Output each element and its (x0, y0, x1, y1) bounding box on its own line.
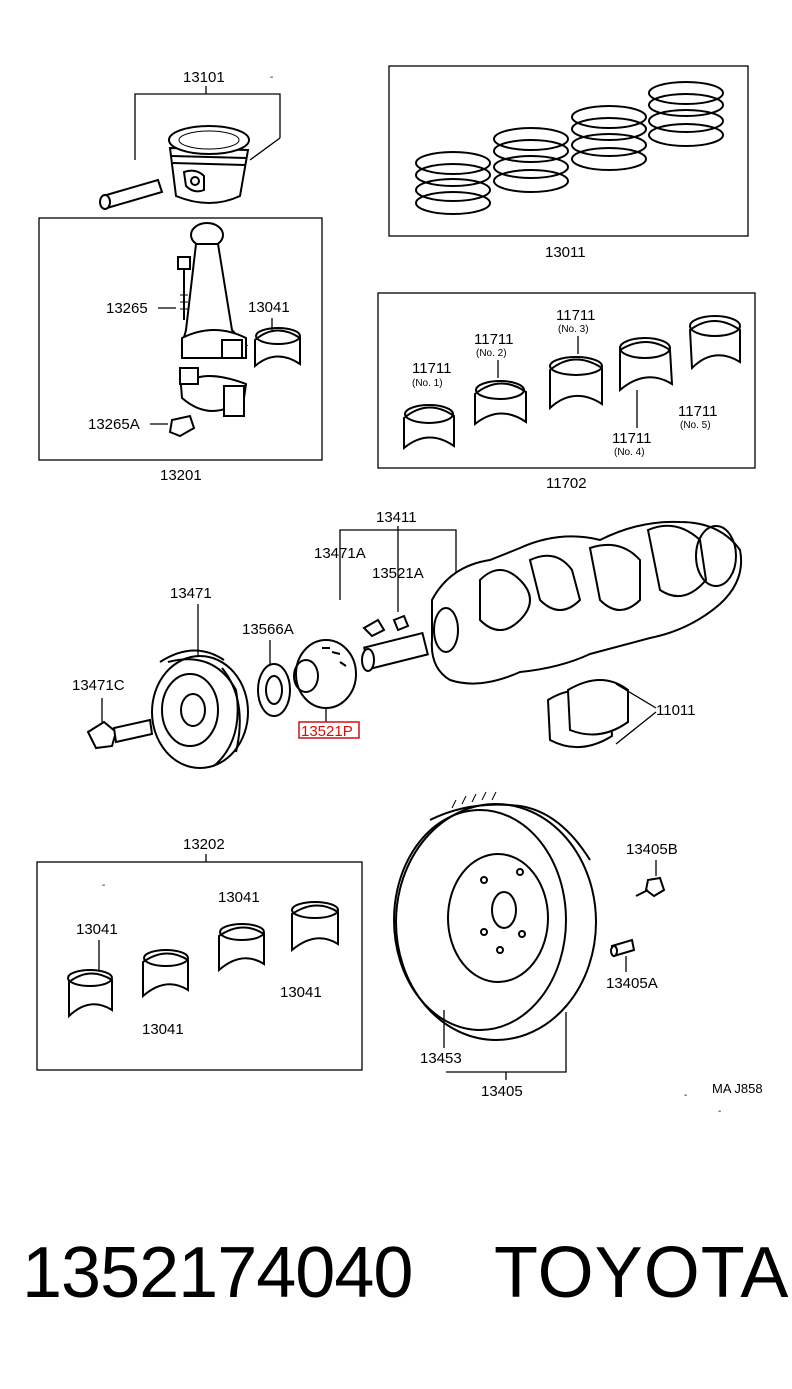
flywheel-pin[interactable]: 13405A (606, 938, 658, 992)
diagram-code: MA J858 (712, 1081, 763, 1096)
label-ring-gear: 13453 (420, 1050, 462, 1067)
label-mb2-note: (No. 2) (476, 348, 507, 359)
crank-pulley[interactable]: 13471 (151, 585, 249, 769)
bearing-4 (291, 901, 339, 953)
label-flywheel: 13405 (481, 1083, 523, 1100)
label-rod-bolt: 13265 (106, 300, 148, 317)
part-number: 1352174040 (22, 1233, 413, 1313)
flywheel-bolt[interactable]: 13405B (626, 841, 678, 898)
piston-body (168, 125, 250, 204)
brand-name: TOYOTA (494, 1233, 790, 1313)
label-mb1-note: (No. 1) (412, 378, 443, 389)
label-bolt: 13471C (72, 677, 125, 694)
flywheel-assembly[interactable]: 13453 13405 (393, 791, 597, 1100)
piston-ring-set[interactable]: 13011 (388, 65, 749, 261)
label-conrod: 13201 (160, 467, 202, 484)
label-fw-pin: 13405A (606, 975, 658, 992)
label-rod-nut: 13265A (88, 416, 140, 433)
woodruff-key-a (362, 618, 386, 638)
stray-mark-3: - (270, 72, 273, 83)
stray-mark-1: - (718, 1106, 721, 1117)
woodruff-key-b (392, 614, 410, 632)
label-thrust-washer: 11011 (656, 702, 696, 719)
main-bearing-5 (688, 315, 741, 371)
spacer[interactable]: 13566A (242, 621, 294, 717)
label-b2: 13041 (142, 1021, 184, 1038)
ring-group-3 (571, 105, 647, 171)
label-ring-set: 13011 (545, 244, 586, 261)
connecting-rod (180, 222, 249, 359)
label-mb4: 11711 (612, 430, 652, 447)
label-pulley: 13471 (170, 585, 212, 602)
label-rod-bearing: 13041 (248, 299, 290, 316)
label-piston: 13101 (183, 69, 225, 86)
stray-mark-4: - (102, 880, 105, 891)
label-mb1: 11711 (412, 360, 452, 377)
rod-bearing (254, 327, 301, 369)
ring-group-4 (648, 81, 724, 147)
timing-gear[interactable]: 13521P (293, 639, 360, 740)
label-mb4-note: (No. 4) (614, 447, 645, 458)
main-bearing-4 (619, 337, 674, 393)
label-b4: 13041 (280, 984, 322, 1001)
label-fw-bolt: 13405B (626, 841, 678, 858)
label-main-bearing-set: 11702 (546, 475, 587, 492)
label-mb5: 11711 (678, 403, 718, 420)
rod-nut (168, 414, 196, 438)
label-bearing-set: 13202 (183, 836, 225, 853)
main-bearing-2 (474, 380, 527, 427)
label-b1: 13041 (76, 921, 118, 938)
bearing-2 (142, 949, 189, 999)
thrust-washer[interactable]: 11011 (546, 679, 696, 749)
main-bearing-set[interactable]: 11711 (No. 1) 11711 (No. 2) 11711 (No. 3… (377, 292, 756, 492)
label-crankshaft: 13411 (376, 509, 417, 526)
label-key-b: 13521A (372, 565, 424, 582)
footer: 1352174040 TOYOTA (0, 1232, 792, 1342)
piston-pin (99, 178, 164, 210)
label-mb2: 11711 (474, 331, 514, 348)
stray-mark-2: - (684, 1090, 687, 1101)
label-timing-gear: 13521P (301, 723, 353, 740)
bearing-3 (218, 923, 265, 973)
rod-cap (178, 367, 248, 417)
main-bearing-3 (549, 356, 603, 411)
crank-pulley-bolt[interactable]: 13471C (72, 677, 154, 750)
label-mb3: 11711 (556, 307, 596, 324)
ring-group-1 (415, 151, 491, 215)
label-mb3-note: (No. 3) (558, 324, 589, 335)
label-mb5-note: (No. 5) (680, 420, 711, 431)
label-b3: 13041 (218, 889, 260, 906)
piston-assembly[interactable]: 13101 (99, 69, 281, 210)
bearing-1 (67, 969, 113, 1019)
crankshaft (361, 520, 742, 685)
label-key-a: 13471A (314, 545, 366, 562)
label-spacer: 13566A (242, 621, 294, 638)
connecting-rod-assembly[interactable]: 13265 13265A 13041 13201 (38, 217, 323, 484)
flywheel (393, 791, 597, 1041)
rod-bolt (177, 256, 191, 320)
main-bearing-1 (403, 404, 455, 451)
crankshaft-assembly[interactable]: 13411 13471A 13521A (314, 509, 742, 685)
crank-bearing-set[interactable]: 13202 13041 13041 13041 13041 (36, 836, 363, 1071)
highlight-box (298, 721, 360, 739)
ring-group-2 (493, 127, 569, 193)
